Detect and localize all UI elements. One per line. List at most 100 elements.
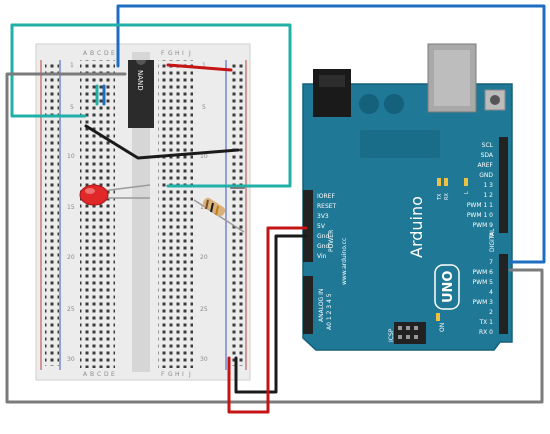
red-led bbox=[79, 184, 151, 206]
pin-label: 2 bbox=[489, 309, 493, 316]
row-number: 5 bbox=[202, 104, 206, 111]
pin-label: Vin bbox=[317, 253, 327, 260]
icsp-header bbox=[394, 322, 426, 344]
col-letter: C bbox=[97, 50, 101, 57]
nand-chip-label: NAND bbox=[136, 70, 144, 91]
power-header bbox=[303, 190, 313, 262]
rail-holes-right bbox=[229, 62, 243, 366]
pin-label: Gnd bbox=[317, 233, 329, 240]
col-letter: F bbox=[161, 371, 165, 378]
led-highlight bbox=[85, 188, 95, 194]
on-led bbox=[436, 313, 440, 321]
col-letter: G bbox=[168, 50, 173, 57]
col-letter: H bbox=[175, 371, 180, 378]
l-led bbox=[464, 178, 468, 186]
row-number: 1 bbox=[202, 62, 206, 69]
row-number: 20 bbox=[200, 254, 208, 261]
power-jack-inner bbox=[319, 75, 345, 87]
power-label: POWER bbox=[328, 230, 335, 252]
row-number: 10 bbox=[67, 153, 75, 160]
col-letter: C bbox=[97, 371, 101, 378]
resistor-band bbox=[205, 199, 209, 210]
nand-chip: NAND bbox=[128, 60, 154, 128]
arduino-brand: Arduino bbox=[407, 196, 426, 258]
reset-button-cap[interactable] bbox=[490, 95, 500, 105]
pin-label: 7 bbox=[489, 259, 493, 266]
pin-label: PWM 5 bbox=[473, 279, 494, 286]
analog-header bbox=[303, 276, 313, 334]
led-body bbox=[79, 184, 109, 206]
resistor-band bbox=[210, 202, 214, 213]
row-number: 15 bbox=[200, 204, 208, 211]
pin-label: 3V3 bbox=[317, 213, 329, 220]
row-number: 30 bbox=[200, 356, 208, 363]
capacitor bbox=[384, 94, 404, 114]
power-labels: IOREF RESET 3V3 5V Gnd Gnd Vin bbox=[317, 193, 337, 260]
row-number: 30 bbox=[67, 356, 75, 363]
pin-label: RESET bbox=[317, 203, 337, 210]
row-number: 5 bbox=[70, 104, 74, 111]
on-label: ON bbox=[439, 323, 446, 332]
column-letters: A B C D E F G H I J A B C D E F G H I J bbox=[83, 50, 191, 378]
wire-teal-loop bbox=[10, 23, 292, 188]
col-letter: I bbox=[182, 50, 184, 57]
digital-label: DIGITAL bbox=[489, 228, 496, 252]
capacitor bbox=[359, 94, 379, 114]
pin-label: SCL bbox=[482, 142, 494, 149]
rail-holes-left bbox=[45, 62, 59, 366]
pin-label: PWM 1 0 bbox=[467, 212, 493, 219]
pin-label: TX 1 bbox=[479, 319, 494, 326]
row-number: 10 bbox=[200, 153, 208, 160]
usb-chip bbox=[360, 130, 440, 158]
pin-label: PWM 6 bbox=[473, 269, 494, 276]
uno-badge bbox=[434, 264, 460, 310]
col-letter: A bbox=[83, 371, 88, 378]
led-leg bbox=[101, 184, 151, 192]
pin-label: AREF bbox=[477, 162, 493, 169]
nand-chip-notch bbox=[136, 60, 146, 65]
center-channel bbox=[132, 52, 150, 372]
pin-label: 1 3 bbox=[483, 182, 493, 189]
wire-teal-left bbox=[10, 23, 87, 118]
resistor bbox=[193, 197, 245, 233]
pin-label: Gnd bbox=[317, 243, 329, 250]
col-letter: H bbox=[175, 50, 180, 57]
col-letter: G bbox=[168, 371, 173, 378]
col-letter: J bbox=[188, 371, 191, 378]
col-letter: B bbox=[90, 50, 94, 57]
terminal-holes-left bbox=[80, 60, 115, 368]
wire-red-5v bbox=[227, 226, 308, 414]
col-letter: B bbox=[90, 371, 94, 378]
terminal-holes-right bbox=[158, 60, 193, 368]
icsp-pins bbox=[398, 326, 418, 339]
uno-label: UNO bbox=[441, 271, 456, 304]
col-letter: E bbox=[111, 371, 115, 378]
analog-pins-label: A0 1 2 3 4 5 bbox=[326, 293, 333, 330]
usb-connector-inner bbox=[434, 50, 470, 106]
pin-label: IOREF bbox=[317, 193, 335, 200]
wires bbox=[5, 4, 546, 414]
pin-label: SDA bbox=[481, 152, 494, 159]
col-letter: D bbox=[104, 371, 109, 378]
l-led-label: L bbox=[464, 191, 470, 194]
row-number: 1 bbox=[70, 62, 74, 69]
rx-led-label: RX bbox=[444, 193, 450, 200]
col-letter: E bbox=[111, 50, 115, 57]
pin-label: 5V bbox=[317, 223, 326, 230]
pin-label: RX 0 bbox=[479, 329, 493, 336]
digital-header-bottom bbox=[499, 254, 508, 334]
wire-black-gnd-link bbox=[84, 124, 240, 160]
wire-black-gnd bbox=[234, 234, 308, 394]
pin-label: PWM 3 bbox=[473, 299, 494, 306]
wire-red-jumper bbox=[166, 63, 233, 72]
rx-led bbox=[444, 178, 448, 186]
digital-bottom-labels: 7 PWM 6 PWM 5 4 PWM 3 2 TX 1 RX 0 bbox=[473, 259, 494, 336]
pin-label: 4 bbox=[489, 289, 493, 296]
tx-led-label: TX bbox=[437, 193, 443, 201]
col-letter: F bbox=[161, 50, 165, 57]
digital-top-labels: SCL SDA AREF GND 1 3 1 2 PWM 1 1 PWM 1 0… bbox=[467, 142, 494, 239]
row-number: 20 bbox=[67, 254, 75, 261]
col-letter: I bbox=[182, 371, 184, 378]
icsp-label: ICSP bbox=[388, 328, 395, 342]
